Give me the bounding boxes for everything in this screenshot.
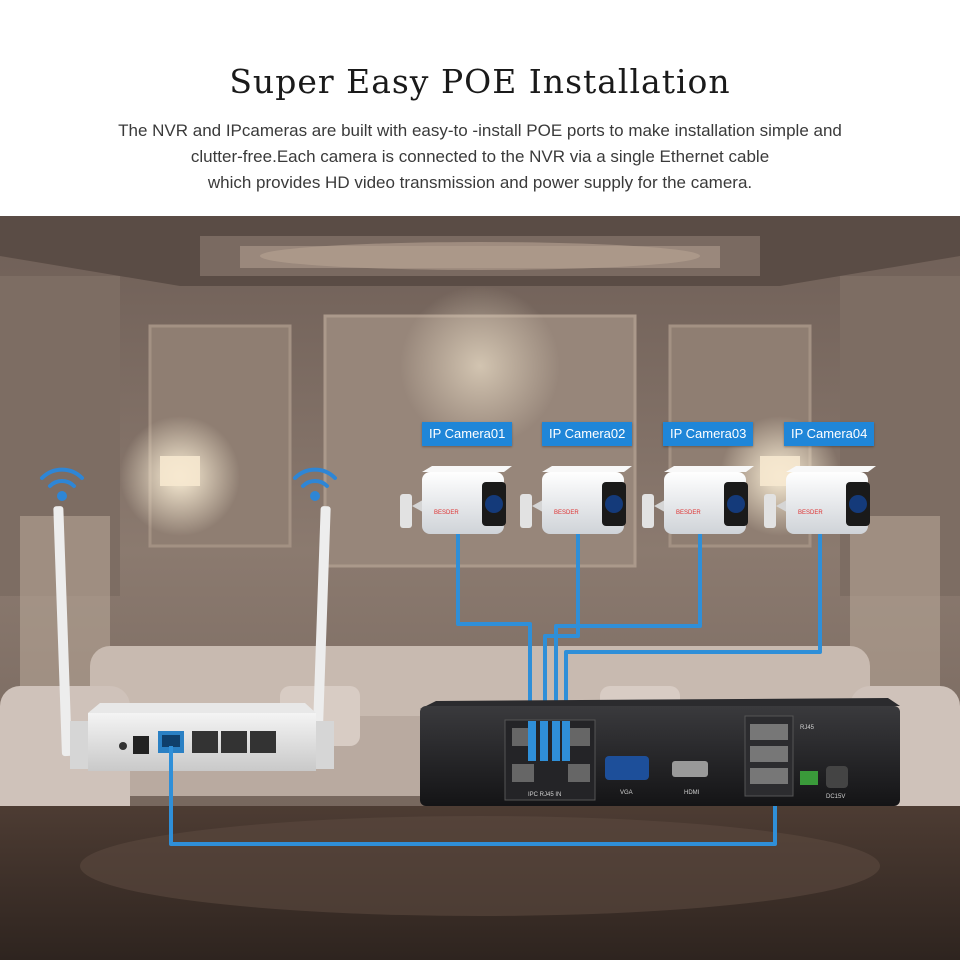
wifi-icon [40, 467, 84, 501]
rj45-label: RJ45 [800, 725, 815, 731]
ip-camera-2: BESDER [520, 466, 632, 534]
description-line: which provides HD video transmission and… [207, 173, 753, 192]
page-title: Super Easy POE Installation [229, 62, 731, 101]
camera-label-4: IP Camera04 [784, 422, 875, 446]
camera-brand: BESDER [434, 510, 459, 516]
wifi-router [53, 506, 334, 771]
header: Super Easy POE Installation The NVR and … [0, 0, 960, 216]
scene-illustration: IPC RJ45 IN VGA HDMI RJ45 DC15V BESDER [0, 216, 960, 960]
camera-brand: BESDER [798, 510, 823, 516]
description-line: clutter-free.Each camera is connected to… [190, 147, 770, 166]
ethernet-cables [169, 534, 822, 846]
ipc-ports-label: IPC RJ45 IN [528, 792, 561, 798]
camera-brand: BESDER [554, 510, 579, 516]
description-line: The NVR and IPcameras are built with eas… [118, 121, 842, 140]
camera-label-2: IP Camera02 [542, 422, 633, 446]
power-label: DC15V [826, 794, 845, 800]
ip-camera-4: BESDER [764, 466, 876, 534]
description: The NVR and IPcameras are built with eas… [40, 118, 920, 196]
installation-scene: IPC RJ45 IN VGA HDMI RJ45 DC15V BESDER [0, 216, 960, 960]
camera-label-1: IP Camera01 [422, 422, 513, 446]
ip-camera-3: BESDER [642, 466, 754, 534]
vga-label: VGA [620, 790, 633, 796]
hdmi-label: HDMI [684, 790, 700, 796]
wifi-icon [293, 467, 337, 501]
nvr-recorder: IPC RJ45 IN VGA HDMI RJ45 DC15V [420, 698, 900, 806]
ip-camera-1: BESDER [400, 466, 512, 534]
camera-brand: BESDER [676, 510, 701, 516]
camera-label-3: IP Camera03 [663, 422, 754, 446]
